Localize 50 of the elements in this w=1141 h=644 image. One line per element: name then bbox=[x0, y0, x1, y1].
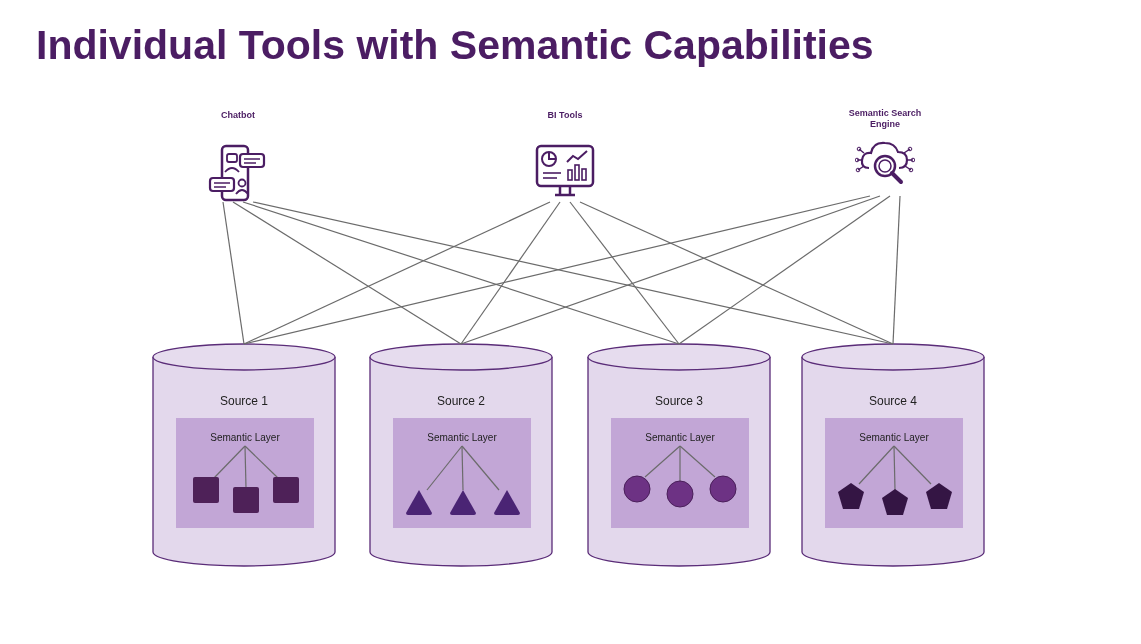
layer-label: Semantic Layer bbox=[426, 432, 498, 443]
layer-label: Semantic Layer bbox=[858, 432, 930, 443]
circle-node bbox=[623, 475, 651, 503]
connector-line bbox=[569, 201, 680, 345]
semantic-layer-panel bbox=[611, 418, 749, 528]
connector-line bbox=[679, 445, 716, 478]
square-node bbox=[232, 486, 260, 514]
connector-line bbox=[244, 445, 279, 479]
connector-line bbox=[644, 445, 681, 478]
semantic-layer-panel bbox=[825, 418, 963, 528]
connector-line bbox=[461, 445, 500, 491]
layer-label: Semantic Layer bbox=[644, 432, 716, 443]
tool-label: Chatbot bbox=[220, 110, 256, 121]
connector-line bbox=[460, 195, 881, 345]
triangle-node bbox=[449, 488, 477, 516]
source-label: Source 4 bbox=[868, 394, 918, 408]
connector-line bbox=[222, 201, 245, 345]
connector-line bbox=[426, 445, 463, 491]
pentagon-node bbox=[925, 482, 953, 510]
connector-line bbox=[679, 445, 681, 483]
pentagon-node bbox=[837, 482, 865, 510]
circle-node bbox=[666, 480, 694, 508]
square-node bbox=[192, 476, 220, 504]
title: Individual Tools with Semantic Capabilities bbox=[36, 22, 874, 69]
layer-label: Semantic Layer bbox=[209, 432, 281, 443]
connector-line bbox=[242, 201, 680, 345]
semantic-layer-panel bbox=[176, 418, 314, 528]
connector-line bbox=[892, 195, 901, 345]
circle-node bbox=[709, 475, 737, 503]
connector-line bbox=[243, 201, 551, 345]
connector-line bbox=[213, 445, 246, 479]
tool-label: BI Tools bbox=[546, 110, 584, 121]
source-label: Source 2 bbox=[436, 394, 486, 408]
connector-line bbox=[244, 445, 247, 489]
connector-line bbox=[678, 195, 891, 345]
semantic-layer-panel bbox=[393, 418, 531, 528]
connector-line bbox=[460, 201, 561, 345]
connector-line bbox=[579, 201, 894, 345]
pentagon-node bbox=[881, 488, 909, 516]
triangle-node bbox=[405, 488, 433, 516]
source-label: Source 1 bbox=[219, 394, 269, 408]
source-label: Source 3 bbox=[654, 394, 704, 408]
triangle-node bbox=[493, 488, 521, 516]
connector-line bbox=[858, 445, 895, 485]
connector-line bbox=[893, 445, 896, 491]
square-node bbox=[272, 476, 300, 504]
connector-line bbox=[232, 201, 462, 345]
tool-label: Semantic Search Engine bbox=[847, 108, 923, 130]
connector-line bbox=[461, 445, 464, 491]
connector-line bbox=[893, 445, 932, 485]
